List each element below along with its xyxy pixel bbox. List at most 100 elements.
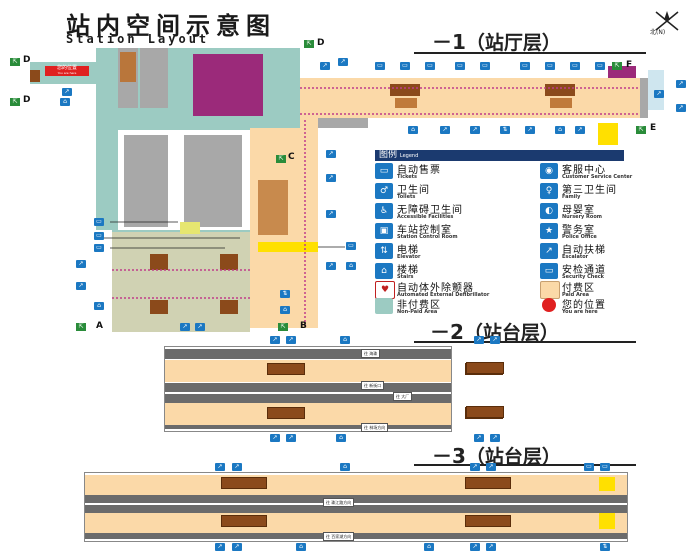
platform-area (85, 475, 627, 495)
track (85, 495, 627, 503)
exit-icon: ⇱ (304, 40, 314, 48)
platform-area (165, 360, 451, 382)
escalator-icon: ↗ (470, 463, 480, 471)
stairs-icon: ⌂ (280, 306, 290, 314)
legend-sublabel: Customer Service Center (562, 174, 633, 180)
exit-a-label: A (96, 321, 103, 331)
stairs-icon: ⌂ (346, 262, 356, 270)
escalator-icon: ↗ (232, 543, 242, 551)
escalator-icon: ↗ (270, 336, 280, 344)
you-are-here-marker: 您的位置 You are here (45, 66, 89, 76)
service-center-icon: ◉ (540, 163, 558, 179)
legend-sublabel: Family (562, 194, 581, 200)
escalator-icon: ↗ (470, 543, 480, 551)
escalator-icon: ↗ (286, 434, 296, 442)
ticket-icon: ▭ (400, 62, 410, 70)
escalator-icon: ↗ (654, 90, 664, 98)
escalator-icon: ↗ (76, 282, 86, 290)
legend-sublabel: Stairs (397, 274, 414, 280)
you-are-here-cn: 您的位置 (56, 65, 77, 71)
page-title: 站内空间示意图 (66, 12, 276, 40)
direction-sign: 往 珠江路方向 (323, 498, 355, 507)
legend-item-ticket: ▭ 自动售票 Tickets (375, 163, 503, 185)
legend-item-service-center: ◉ 客服中心 Customer Service Center (540, 163, 668, 185)
legend-item-toilet: ♂ 卫生间 Toilets (375, 183, 503, 205)
legend-item-family-toilet: ♀ 第三卫生间 Family (540, 183, 668, 205)
family-toilet-icon: ♀ (540, 183, 558, 199)
ticket-icon: ▭ (455, 62, 465, 70)
escalator-icon: ↗ (215, 543, 225, 551)
legend-label: 安检通道 (562, 265, 606, 276)
page-subtitle: Station Layout (66, 32, 210, 46)
north-label: 北(N) (650, 29, 666, 36)
stairs-icon: ⌂ (424, 543, 434, 551)
ticket-icon: ▭ (545, 62, 555, 70)
level-1-rule (414, 52, 646, 54)
stairs-block (465, 515, 511, 527)
stairs-icon: ⌂ (94, 302, 104, 310)
legend-sublabel: Escalator (562, 254, 589, 260)
legend-label: 卫生间 (397, 185, 430, 196)
track (165, 349, 451, 359)
stairs-icon: ⌂ (555, 126, 565, 134)
yellow-block (599, 477, 615, 491)
legend-sublabel: Toilets (397, 194, 416, 200)
nonpaid-area-swatch (375, 298, 393, 314)
exit-icon: ⇱ (636, 126, 646, 134)
legend-label: 车站控制室 (397, 225, 452, 236)
escalator-icon: ↗ (490, 336, 500, 344)
stairs-block (466, 406, 504, 418)
stairs-icon: ⌂ (340, 336, 350, 344)
concourse-map: 您的位置 You are here ⇱ D ⇱ D ⇱ D ⇱ C ⇱ A ⇱ … (0, 38, 697, 335)
direction-sign: 往 新街口 (361, 381, 385, 390)
toilet-icon: ▭ (425, 62, 435, 70)
exit-d2-label: D (23, 95, 31, 105)
escalator-icon: ↗ (195, 323, 205, 331)
stairs-block (465, 477, 511, 489)
legend-label: 非付费区 (397, 300, 441, 311)
legend-label: 客服中心 (562, 165, 606, 176)
level-1-name: （站厅层） (465, 32, 561, 54)
elevator-icon: ⇅ (280, 290, 290, 298)
paid-area-swatch (540, 281, 560, 299)
toilet-icon: ▭ (600, 463, 610, 471)
escalator-icon: ↗ (326, 262, 336, 270)
escalator-icon: ↗ (676, 104, 686, 112)
legend-label: 无障碍卫生间 (397, 205, 463, 216)
elevator-icon: ⇅ (375, 243, 393, 259)
ticket-icon: ▭ (570, 62, 580, 70)
exit-icon: ⇱ (276, 155, 286, 163)
escalator-icon: ↗ (676, 80, 686, 88)
escalator-icon: ↗ (490, 434, 500, 442)
legend-sublabel: Automated External Defibrillator (397, 292, 490, 298)
legend-label: 自动售票 (397, 165, 441, 176)
stairs-icon: ⌂ (408, 126, 418, 134)
yellow-block (599, 513, 615, 529)
you-are-here-dot (82, 68, 88, 74)
legend-label: 第三卫生间 (562, 185, 617, 196)
level-3-rule (414, 464, 636, 466)
stairs-icon: ⌂ (296, 543, 306, 551)
track (85, 505, 627, 513)
escalator-icon: ↗ (76, 260, 86, 268)
platform-level-2: 往 海珠 往 新街口 往 大厂 往 林场方向 (164, 346, 503, 432)
you-are-here-en: You are here (57, 71, 77, 75)
escalator-icon: ↗ (440, 126, 450, 134)
stairs-block (221, 477, 267, 489)
track (85, 533, 627, 539)
level-3-name: （站台层） (465, 446, 561, 468)
escalator-icon: ↗ (575, 126, 585, 134)
legend-sublabel: Security Check (562, 274, 604, 280)
exit-icon: ⇱ (612, 62, 622, 70)
legend-item-nursery: ◐ 母婴室 Nursery Room (540, 203, 668, 225)
platform-area (165, 403, 451, 425)
legend-sublabel: Paid Area (562, 292, 590, 298)
legend-item-accessible-toilet: ♿ 无障碍卫生间 Accessible Facilities (375, 203, 503, 225)
toilet-icon: ▭ (584, 463, 594, 471)
exit-c-label: C (288, 152, 295, 162)
level-2-heading: －2（站台层） (430, 316, 559, 345)
stairs-icon: ⌂ (375, 263, 393, 279)
legend-sublabel: You are here (562, 309, 598, 315)
you-are-here-icon (542, 298, 556, 312)
level-2-rule (414, 341, 636, 343)
